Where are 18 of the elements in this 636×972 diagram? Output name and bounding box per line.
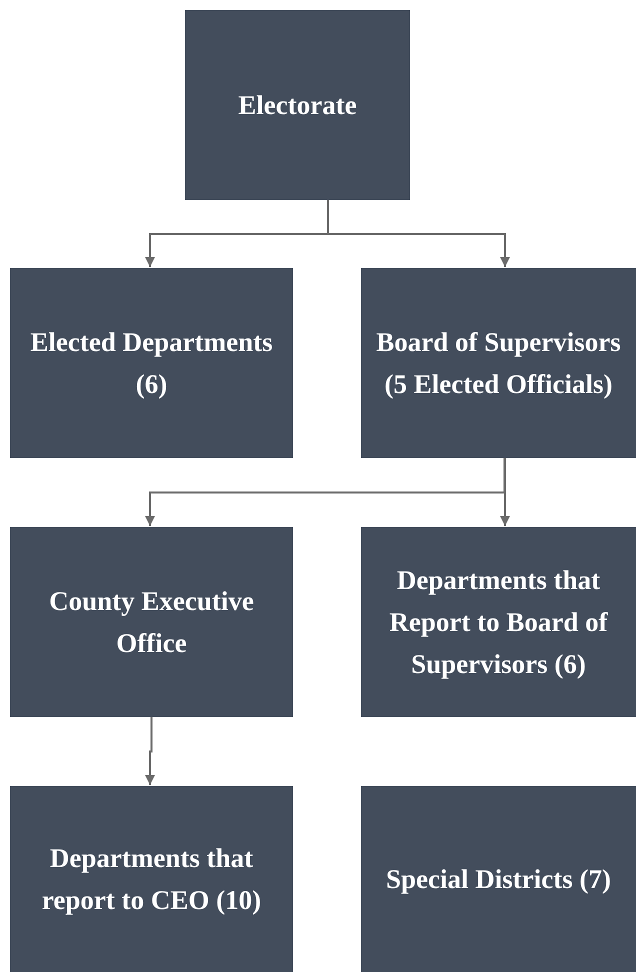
org-box (10, 527, 293, 717)
box-label: Electorate (238, 89, 357, 122)
org-box (10, 268, 293, 458)
org-box (10, 786, 293, 972)
arrow (327, 200, 510, 267)
box-label: Board of Supervisors (5 Elected Officials) (375, 326, 622, 401)
org-box (361, 786, 636, 972)
org-box (185, 10, 410, 200)
box-label: Special Districts (7) (386, 863, 611, 896)
arrow (145, 717, 155, 785)
box-label: Departments that report to CEO (10) (40, 842, 262, 917)
box-label: County Executive Office (48, 585, 255, 660)
box-label: Elected Departments (6) (29, 326, 274, 401)
arrow (500, 458, 510, 526)
box-label: Departments that Report to Board of Supervisors (6) (388, 564, 609, 681)
org-box (361, 527, 636, 717)
arrow (145, 458, 506, 526)
org-box (361, 268, 636, 458)
